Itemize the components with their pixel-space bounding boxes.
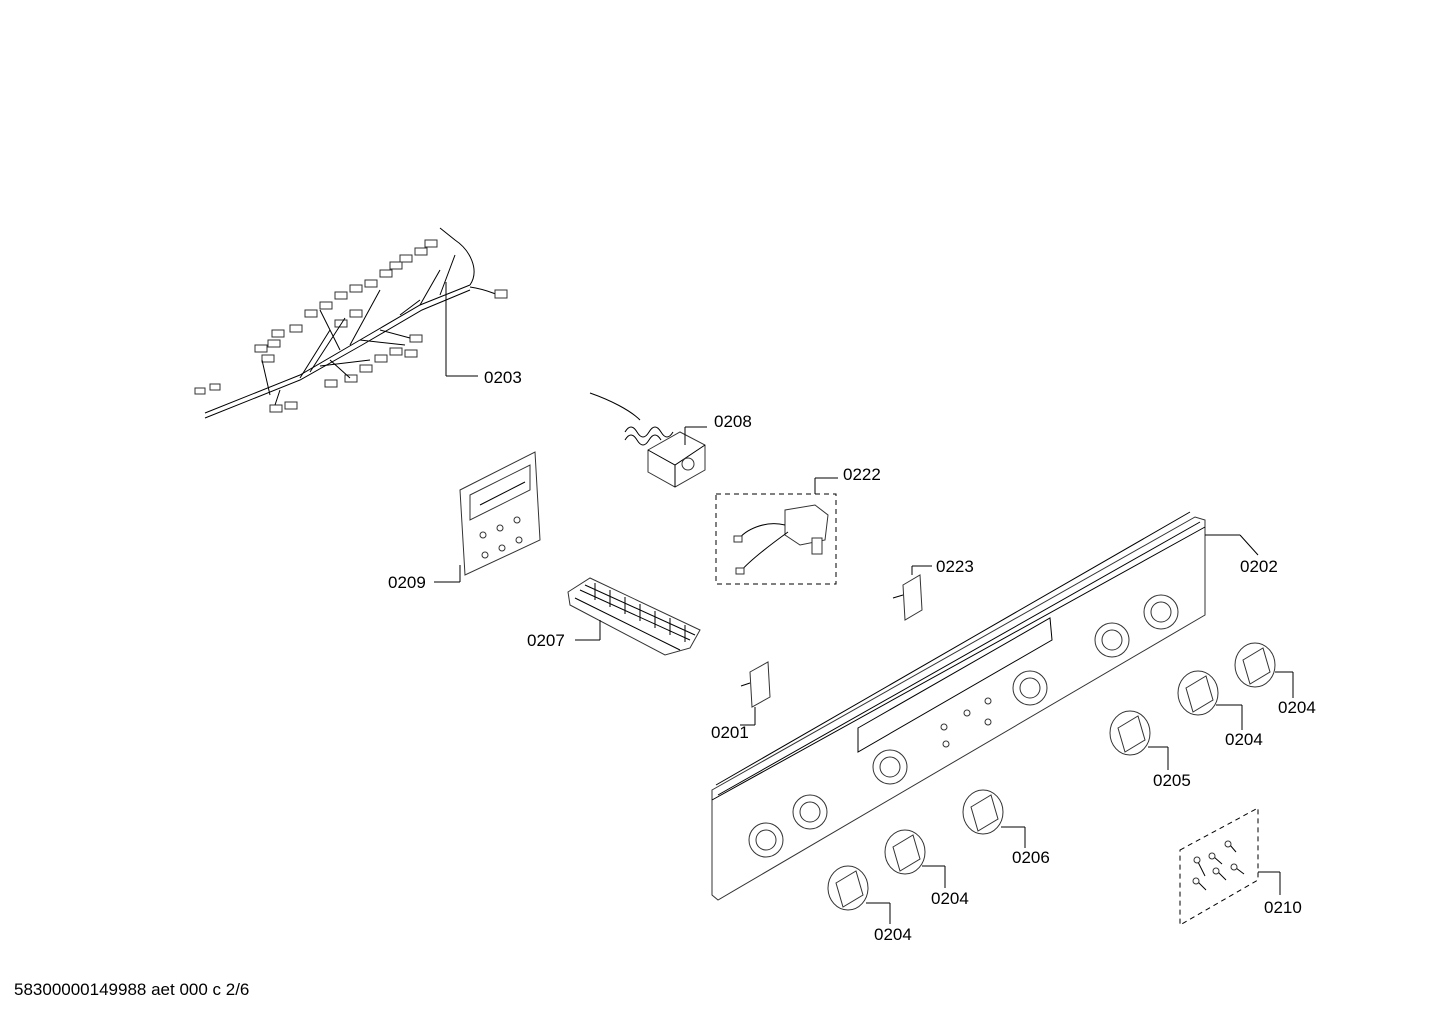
control-panel — [711, 511, 1259, 901]
control-module — [434, 451, 541, 583]
label-0203: 0203 — [484, 368, 522, 387]
knob-lower-left-a — [884, 829, 946, 888]
knob-upper-mid — [1177, 670, 1243, 730]
knob-center — [1109, 710, 1169, 770]
terminal-block — [567, 577, 701, 656]
label-0202: 0202 — [1240, 557, 1278, 576]
knob-lower-center — [962, 789, 1026, 848]
label-0205: 0205 — [1153, 771, 1191, 790]
cover-small-left — [740, 661, 771, 726]
label-0201: 0201 — [711, 723, 749, 742]
cover-small-right — [892, 565, 932, 621]
label-0204-lower-left-a: 0204 — [931, 889, 969, 908]
label-0208: 0208 — [714, 412, 752, 431]
knob-lower-left-b — [827, 865, 891, 924]
label-0204-upper-mid: 0204 — [1225, 730, 1263, 749]
wiring-harness — [194, 227, 508, 419]
thermostat — [589, 392, 707, 488]
screws-set — [1179, 807, 1281, 926]
label-0209: 0209 — [388, 573, 426, 592]
knob-top-right — [1234, 642, 1294, 698]
document-reference: 58300000149988 aet 000 c 2/6 — [14, 980, 250, 999]
label-0210: 0210 — [1264, 898, 1302, 917]
label-0207: 0207 — [527, 631, 565, 650]
label-0222: 0222 — [843, 465, 881, 484]
label-0206: 0206 — [1012, 848, 1050, 867]
label-0204-lower-left-b: 0204 — [874, 925, 912, 944]
label-0223: 0223 — [936, 557, 974, 576]
label-0204-top-right: 0204 — [1278, 698, 1316, 717]
switch-assembly — [715, 477, 838, 585]
